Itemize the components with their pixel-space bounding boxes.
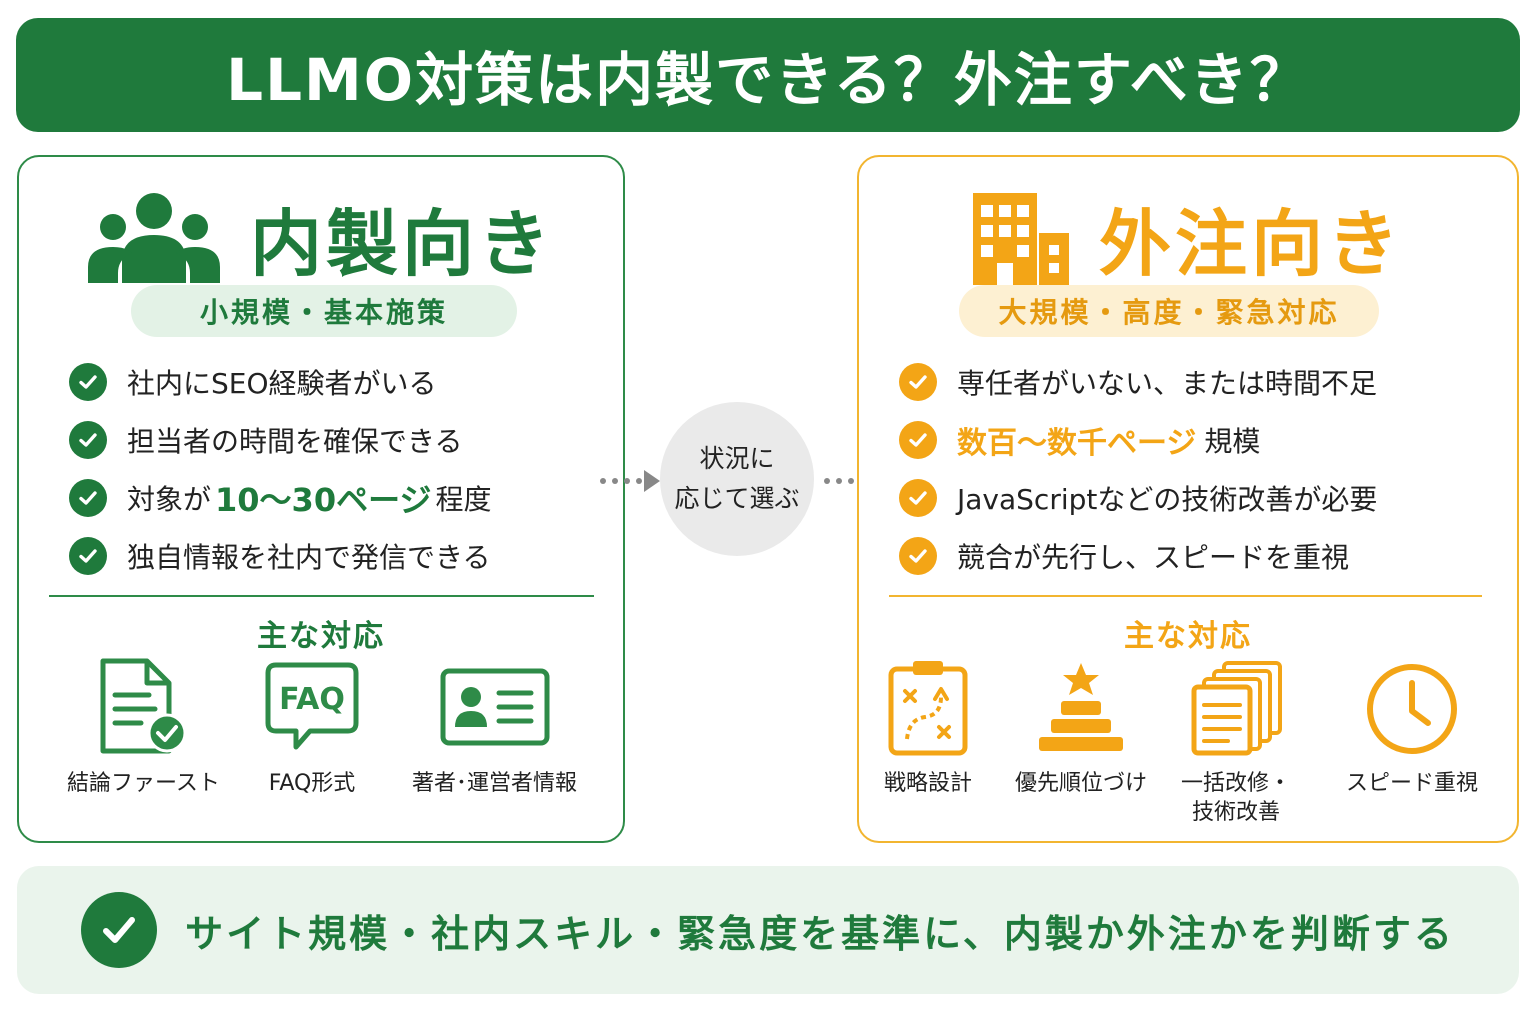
conclusion-text: サイト規模・社内スキル・緊急度を基準に、内製か外注かを判断する	[185, 911, 1455, 956]
choose-by-situation-circle: 状況に 応じて選ぶ	[660, 402, 814, 556]
page-range-highlight: 10～30ページ	[215, 481, 432, 519]
divider	[889, 595, 1482, 597]
clock-icon	[1367, 664, 1457, 754]
action-label: 優先順位づけ	[1015, 771, 1148, 796]
in-house-scope-badge: 小規模・基本施策	[131, 285, 517, 337]
action-label: 結論ファースト	[67, 771, 220, 796]
list-item-text: 対象が	[127, 483, 212, 516]
list-item-text: 専任者がいない、または時間不足	[957, 367, 1378, 400]
list-item-text: 社内にSEO経験者がいる	[127, 367, 437, 400]
list-item-text: 担当者の時間を確保できる	[127, 425, 463, 458]
strategy-board-icon	[888, 661, 968, 756]
check-icon	[899, 421, 937, 459]
list-item: 専任者がいない、または時間不足	[899, 353, 1377, 411]
page-title: LLMO対策は内製できる？外注すべき？	[226, 46, 1310, 114]
action-label-line: 一括改修・	[1181, 771, 1292, 796]
in-house-heading: 内製向き	[19, 187, 623, 287]
building-icon	[972, 193, 1069, 285]
list-item: 対象が 10～30ページ 程度	[69, 469, 491, 527]
outsource-title: 外注向き	[1098, 201, 1403, 286]
check-icon	[69, 479, 107, 517]
list-item: JavaScriptなどの技術改善が必要	[899, 469, 1377, 527]
priority-stack-icon	[1039, 663, 1123, 751]
check-icon	[81, 892, 158, 968]
center-text-line: 応じて選ぶ	[674, 484, 800, 513]
list-item-text: JavaScriptなどの技術改善が必要	[957, 483, 1378, 516]
outsource-panel: 外注向き 大規模・高度・緊急対応 専任者がいない、または時間不足 数百～数千ペー…	[857, 155, 1519, 843]
dotted-arrow-icon	[600, 470, 660, 492]
list-item-text: 規模	[1204, 425, 1261, 458]
check-icon	[69, 421, 107, 459]
list-item: 数百～数千ページ 規模	[899, 411, 1377, 469]
action-label-line: 技術改善	[1192, 800, 1281, 825]
in-house-actions-heading: 主な対応	[257, 619, 385, 654]
faq-bubble-icon: FAQ	[265, 662, 359, 750]
page-range-highlight: 数百～数千ページ	[957, 426, 1197, 461]
action-item: スピード重視	[1346, 657, 1478, 798]
action-label: 一括改修・ 技術改善	[1181, 769, 1291, 827]
people-group-icon	[87, 193, 220, 283]
in-house-panel: 内製向き 小規模・基本施策 社内にSEO経験者がいる 担当者の時間を確保できる …	[17, 155, 625, 843]
action-item: 著者･運営者情報	[412, 657, 577, 798]
action-label: 著者･運営者情報	[412, 771, 578, 796]
action-item: 優先順位づけ	[1015, 657, 1147, 798]
profile-card-icon	[440, 668, 549, 746]
check-icon	[899, 479, 937, 517]
faq-icon-text: FAQ	[279, 682, 345, 717]
list-item: 担当者の時間を確保できる	[69, 411, 491, 469]
action-label: スピード重視	[1346, 771, 1479, 796]
list-item-text: 程度	[435, 483, 492, 516]
list-item: 競合が先行し、スピードを重視	[899, 527, 1377, 585]
in-house-title: 内製向き	[249, 201, 554, 286]
check-icon	[899, 537, 937, 575]
action-item: 結論ファースト	[67, 657, 220, 798]
list-item: 社内にSEO経験者がいる	[69, 353, 491, 411]
check-icon	[899, 363, 937, 401]
action-item: 戦略設計	[883, 657, 973, 798]
center-text-line: 状況に	[699, 444, 775, 473]
outsource-scope-badge: 大規模・高度・緊急対応	[959, 285, 1379, 337]
list-item-text: 競合が先行し、スピードを重視	[957, 541, 1350, 574]
list-item: 独自情報を社内で発信できる	[69, 527, 491, 585]
divider	[49, 595, 594, 597]
document-stack-icon	[1191, 661, 1282, 756]
list-item-text: 独自情報を社内で発信できる	[127, 541, 491, 574]
outsource-actions-heading: 主な対応	[1124, 619, 1252, 654]
check-icon	[69, 363, 107, 401]
action-item: FAQ FAQ形式	[262, 657, 362, 798]
check-icon	[69, 537, 107, 575]
action-item: 一括改修・ 技術改善	[1181, 657, 1291, 827]
action-label: FAQ形式	[268, 771, 356, 796]
outsource-checklist: 専任者がいない、または時間不足 数百～数千ページ 規模 JavaScriptなど…	[899, 353, 1377, 585]
conclusion-banner: サイト規模・社内スキル・緊急度を基準に、内製か外注かを判断する	[17, 866, 1519, 994]
outsource-heading: 外注向き	[859, 187, 1517, 287]
title-banner: LLMO対策は内製できる？外注すべき？	[16, 18, 1520, 132]
in-house-checklist: 社内にSEO経験者がいる 担当者の時間を確保できる 対象が 10～30ページ 程…	[69, 353, 491, 585]
action-label: 戦略設計	[883, 771, 972, 796]
document-check-icon	[100, 658, 187, 754]
